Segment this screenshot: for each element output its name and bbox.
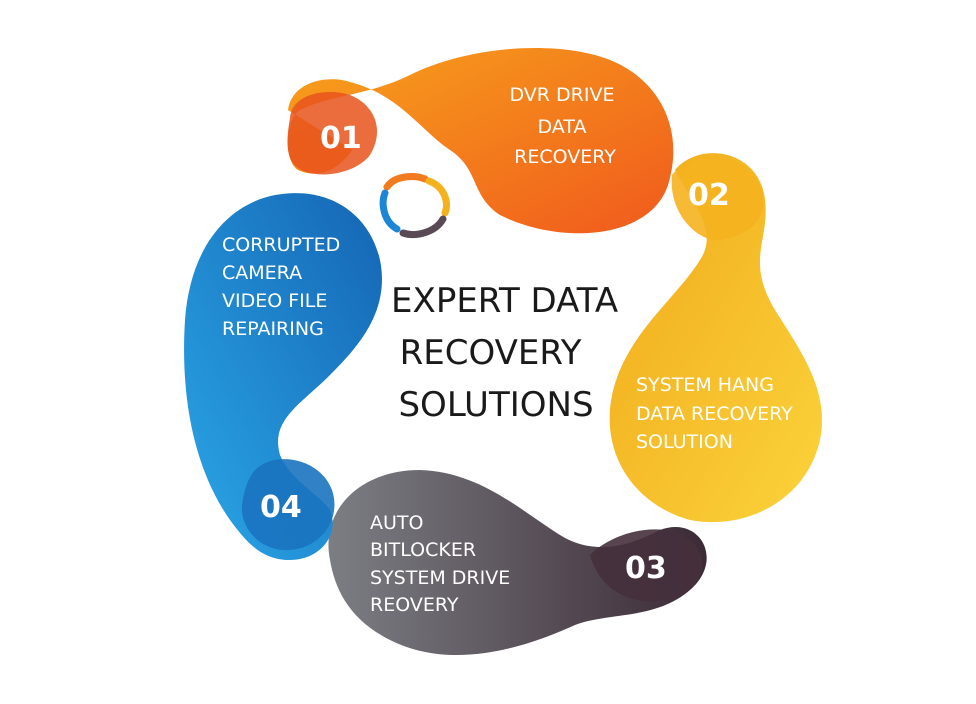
step-02-label-line: DATA RECOVERY: [636, 403, 793, 425]
step-01-label-line: RECOVERY: [514, 146, 616, 168]
step-01-petal: 01 DVR DRIVE DATA RECOVERY: [287, 48, 674, 234]
center-title-line: RECOVERY: [400, 333, 582, 373]
step-04-petal: 04 CORRUPTED CAMERA VIDEO FILE REPAIRING: [184, 193, 382, 560]
center-title-line: EXPERT DATA: [391, 281, 618, 321]
step-03-label: AUTO BITLOCKER SYSTEM DRIVE REOVERY: [370, 512, 516, 616]
cycle-logo-icon: [379, 173, 450, 238]
step-01-label-line: DVR DRIVE: [509, 84, 614, 106]
step-03-label-line: BITLOCKER: [370, 539, 476, 561]
svg-text:EXPERT DATA RECOVERY: EXPERT DATA RECOVERY SOLUTIONS: [391, 281, 629, 425]
step-02-label: SYSTEM HANG DATA RECOVERY SOLUTION: [636, 374, 799, 453]
step-04-label-line: CORRUPTED: [222, 234, 340, 256]
center-title-line: SOLUTIONS: [398, 385, 593, 425]
step-04-label: CORRUPTED CAMERA VIDEO FILE REPAIRING: [222, 234, 346, 340]
step-03-label-line: REOVERY: [370, 594, 459, 616]
step-01-label: DVR DRIVE DATA RECOVERY: [509, 84, 620, 168]
step-01-label-line: DATA: [538, 116, 587, 138]
step-02-petal: 02 SYSTEM HANG DATA RECOVERY SOLUTION: [609, 153, 822, 523]
step-03-label-line: AUTO: [370, 512, 423, 534]
step-03-petal: 03 AUTO BITLOCKER SYSTEM DRIVE REOVERY: [328, 470, 707, 656]
step-02-label-line: SOLUTION: [636, 431, 733, 453]
step-04-label-line: REPAIRING: [222, 318, 324, 340]
center-title: EXPERT DATA RECOVERY SOLUTIONS: [391, 281, 629, 425]
step-04-label-line: CAMERA: [222, 262, 302, 284]
step-03-number: 03: [625, 551, 667, 586]
step-02-label-line: SYSTEM HANG: [636, 374, 774, 396]
step-04-label-line: VIDEO FILE: [222, 290, 327, 312]
step-01-number: 01: [320, 121, 362, 156]
step-03-label-line: SYSTEM DRIVE: [370, 567, 510, 589]
step-02-number: 02: [688, 178, 730, 213]
step-04-number: 04: [260, 490, 302, 525]
